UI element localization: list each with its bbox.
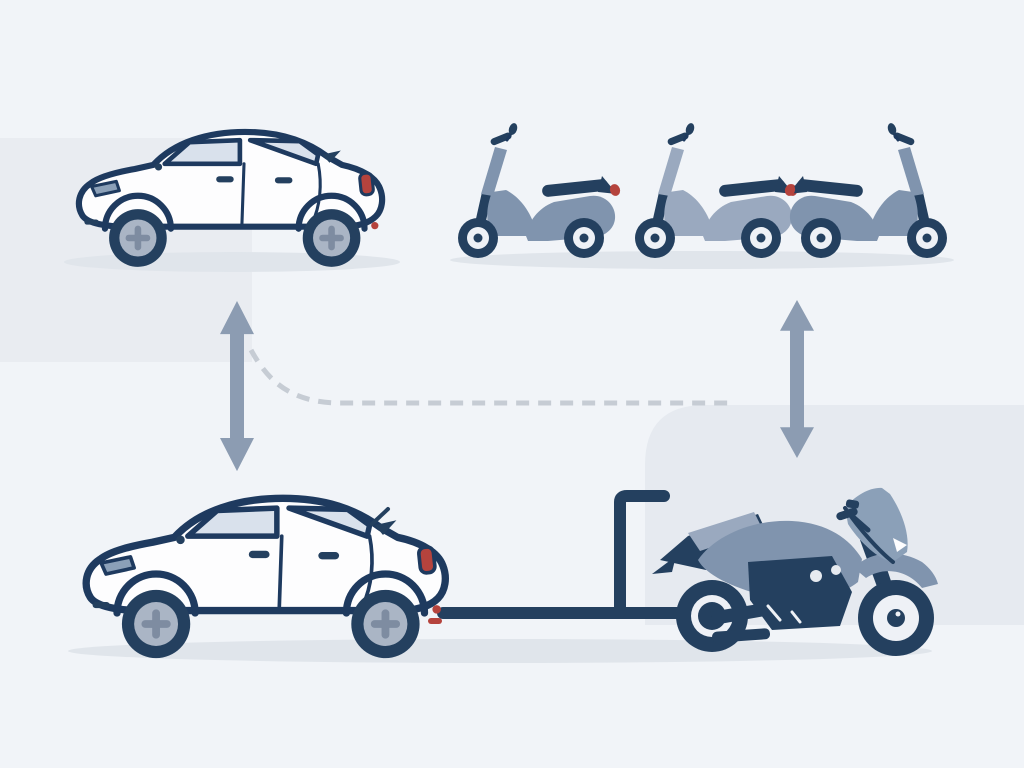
- motorcycle-frame-hole-1: [810, 570, 822, 582]
- motorcycle-windscreen: [845, 487, 908, 562]
- motorcycle-headlight: [893, 538, 907, 552]
- motorcycle-frame-hole-2: [831, 565, 841, 575]
- motorcycle-front-wheel: [858, 580, 934, 656]
- trailer-mast: [614, 490, 670, 618]
- motorcycle-engine-glint-1: [766, 604, 782, 622]
- scooters-shadow: [450, 251, 954, 269]
- motorcycle-handlebar-stalk: [849, 513, 871, 533]
- motorcycle-tail-top: [688, 512, 763, 551]
- bottom-car-rear-reflector: [428, 618, 442, 624]
- motorcycle-front-fender: [854, 553, 938, 588]
- motorcycle-mirror: [845, 499, 860, 509]
- motorcycle: [652, 487, 938, 656]
- bottom-shadow: [68, 639, 932, 663]
- motorcycle-exhaust: [712, 628, 771, 643]
- motorcycle-handlebar-grip: [836, 507, 858, 521]
- bottom-car-antenna: [370, 507, 390, 526]
- motorcycle-engine-glint-2: [790, 610, 802, 624]
- trailer-tow-bar: [437, 607, 705, 619]
- dashed-connector: [248, 348, 736, 406]
